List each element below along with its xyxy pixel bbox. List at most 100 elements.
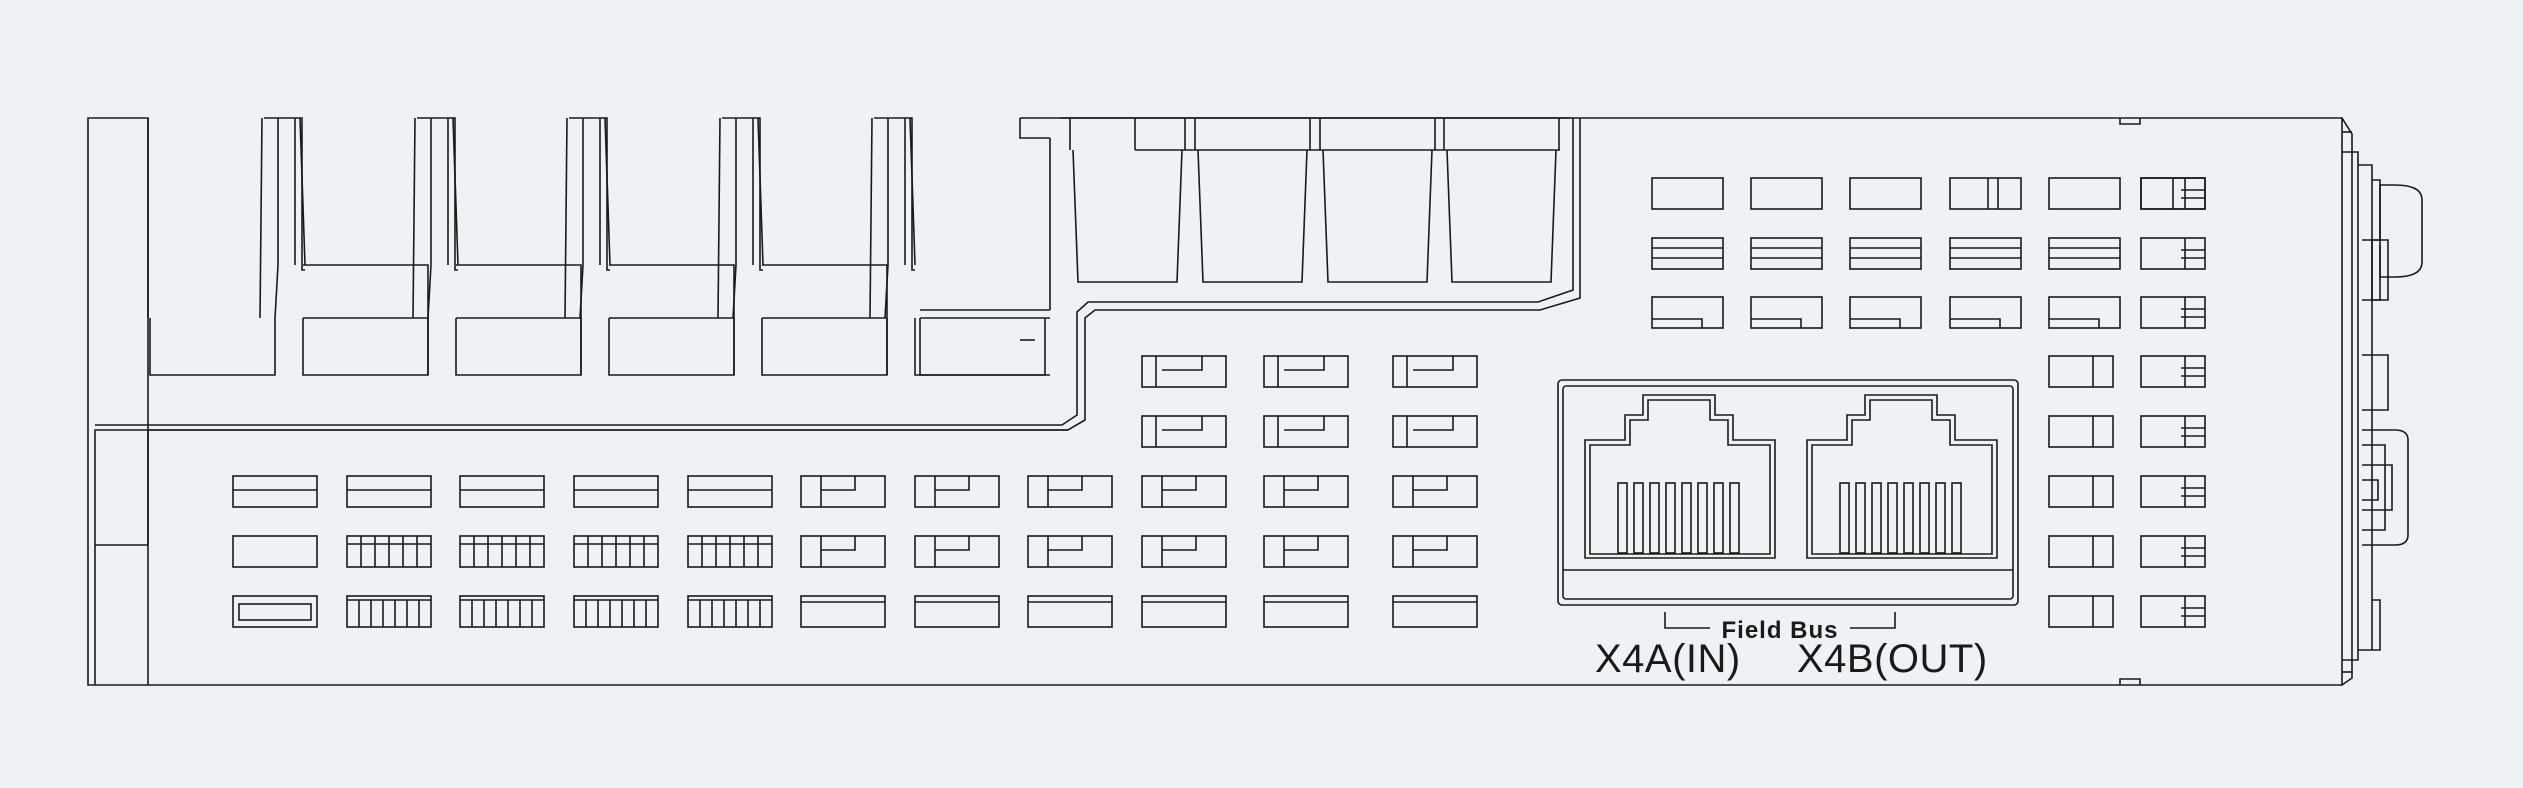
- vent-slot: [1263, 535, 1349, 568]
- vent-detail: [1406, 356, 1454, 387]
- grid-detail: [2181, 427, 2205, 437]
- grid-slot: [1651, 177, 1724, 210]
- grid-slot: [2140, 535, 2206, 568]
- heatsink-fins: [147, 117, 1050, 376]
- side-connector: [2342, 151, 2423, 661]
- rj45-jack-x4b: [1806, 394, 1998, 559]
- jack-pin: [1951, 482, 1962, 554]
- jack-pin: [1919, 482, 1930, 554]
- fin-rib: [609, 264, 735, 375]
- fin-edge: [259, 117, 263, 319]
- jack-pin: [1697, 482, 1708, 554]
- fin-inner: [299, 117, 306, 266]
- vent-slot: [1263, 475, 1349, 508]
- jack-outline: [1806, 394, 1998, 559]
- jack-pin: [1713, 482, 1724, 554]
- jack-pin: [1729, 482, 1740, 554]
- grid-slot: [1750, 296, 1823, 329]
- vent-detail: [820, 476, 856, 507]
- vent-slot: [459, 595, 545, 628]
- vent-slot: [1263, 415, 1349, 448]
- port-x4a-label: X4A(IN): [1595, 637, 1741, 681]
- jack-pin: [1665, 482, 1676, 554]
- vent-detail: [1047, 536, 1083, 567]
- vent-detail: [1283, 536, 1319, 567]
- vent-slot: [1392, 475, 1478, 508]
- vent-slot: [232, 595, 318, 628]
- grid-detail: [2049, 247, 2120, 259]
- jack-pin: [1681, 482, 1692, 554]
- grid-slot: [1949, 296, 2022, 329]
- port-x4b-label: X4B(OUT): [1797, 637, 1988, 681]
- grid-detail: [1850, 247, 1921, 259]
- grid-slot: [2140, 415, 2206, 448]
- grid-detail: [2181, 367, 2205, 377]
- jack-pin: [1617, 482, 1628, 554]
- grid-slot: [2048, 355, 2114, 388]
- fin-inner: [909, 117, 916, 266]
- grid-detail: [1751, 318, 1802, 328]
- vent-detail: [238, 603, 312, 621]
- vent-slot: [800, 535, 886, 568]
- right-vent-grid: [1651, 177, 2206, 628]
- grid-slot: [1849, 237, 1922, 270]
- grid-slot: [2140, 355, 2206, 388]
- rj45-housing: [1557, 379, 2019, 606]
- vent-slot: [1392, 595, 1478, 628]
- jack-inner: [1811, 399, 1993, 555]
- grid-slot: [1949, 177, 2022, 210]
- jack-pin: [1871, 482, 1882, 554]
- fin-inner: [427, 118, 432, 319]
- vent-detail: [934, 476, 970, 507]
- fin-channel: [761, 318, 888, 376]
- fin-cap: [417, 117, 458, 271]
- jack-outline: [1584, 394, 1776, 559]
- fin-inner: [757, 117, 764, 266]
- fin-channel: [149, 318, 276, 376]
- fin-inner: [604, 117, 611, 266]
- jack-inner: [1589, 399, 1771, 555]
- grid-detail: [2181, 249, 2205, 259]
- grid-slot: [2048, 475, 2114, 508]
- vent-detail: [1412, 476, 1448, 507]
- top-raised-section: [95, 117, 1581, 431]
- vent-detail: [1406, 416, 1454, 447]
- field-bus-bracket: [1664, 612, 1896, 629]
- vent-detail: [1277, 356, 1325, 387]
- fin-channel: [914, 318, 1046, 376]
- fin-rib: [456, 264, 582, 375]
- grid-slot: [2048, 177, 2121, 210]
- vent-slot: [1263, 595, 1349, 628]
- fin-inner: [884, 118, 889, 319]
- grid-slot: [2048, 296, 2121, 329]
- jack-pin: [1935, 482, 1946, 554]
- vent-slot: [914, 475, 1000, 508]
- fin-channel: [302, 318, 429, 376]
- grid-slot: [2048, 595, 2114, 628]
- fin-inner: [452, 117, 459, 266]
- fin-rib: [303, 264, 429, 375]
- vent-detail: [1047, 476, 1083, 507]
- grid-slot: [2140, 475, 2206, 508]
- vent-detail: [1155, 416, 1203, 447]
- fin-edge: [564, 117, 568, 319]
- grid-detail: [1652, 318, 1703, 328]
- vent-slot: [459, 475, 545, 508]
- top-block: [1443, 118, 1557, 283]
- fin-cap: [874, 117, 915, 271]
- fin-edge: [412, 117, 416, 319]
- vent-detail: [1155, 356, 1203, 387]
- jack-pin: [1649, 482, 1660, 554]
- grid-detail: [2181, 547, 2205, 557]
- fin-edge: [717, 117, 721, 319]
- vent-slot: [1027, 475, 1113, 508]
- top-block: [1194, 118, 1308, 283]
- jack-pin: [1633, 482, 1644, 554]
- vent-slot: [1027, 535, 1113, 568]
- fin-channel: [608, 318, 735, 376]
- vent-slot: [1263, 355, 1349, 388]
- vent-detail: [934, 536, 970, 567]
- grid-slot: [2140, 595, 2206, 628]
